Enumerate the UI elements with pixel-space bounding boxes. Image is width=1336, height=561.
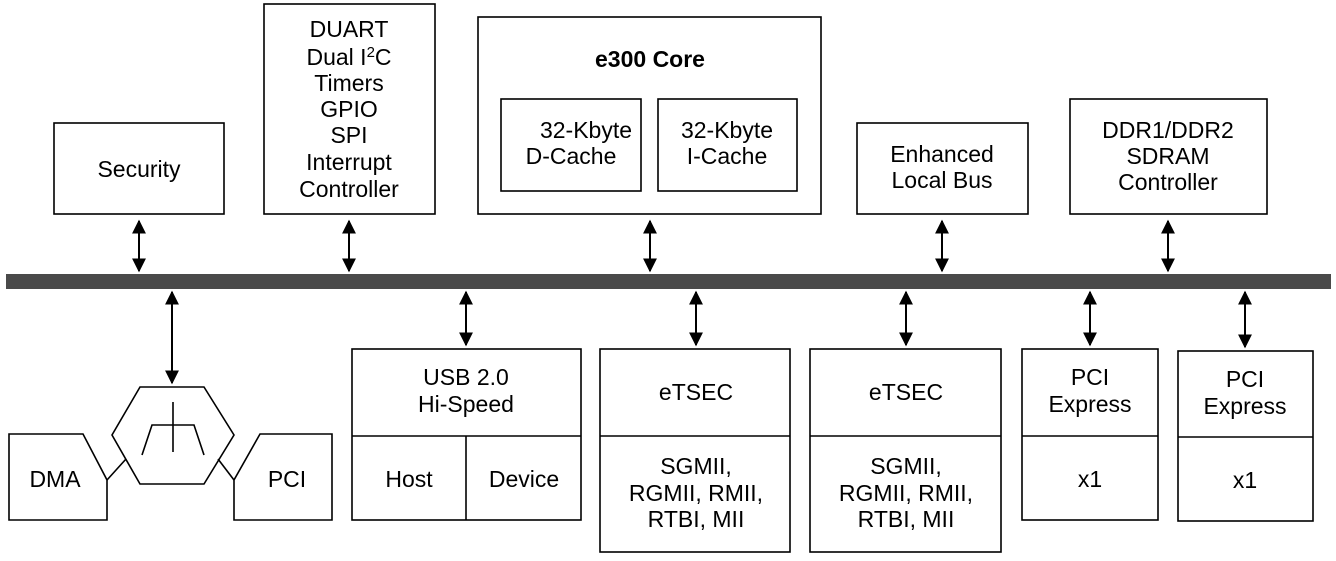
usb-line-1: USB 2.0 bbox=[423, 364, 509, 390]
pcie1-line-1: PCI bbox=[1071, 364, 1109, 390]
ddr-line-1: DDR1/DDR2 bbox=[1102, 117, 1234, 143]
pcie1-line-2: Express bbox=[1048, 391, 1131, 417]
etsec1-block: eTSEC SGMII, RGMII, RMII, RTBI, MII bbox=[599, 348, 791, 553]
local-bus-line-2: Local Bus bbox=[891, 167, 992, 193]
peripherals-block: DUART Dual I2C Timers GPIO SPI Interrupt… bbox=[263, 3, 436, 215]
local-bus-line-1: Enhanced bbox=[890, 141, 994, 167]
etsec1-title: eTSEC bbox=[659, 379, 733, 405]
usb-host-label: Host bbox=[385, 466, 433, 492]
pcie2-line-1: PCI bbox=[1226, 366, 1264, 392]
etsec2-line-3: RTBI, MII bbox=[858, 506, 955, 532]
ddr-line-2: SDRAM bbox=[1126, 143, 1209, 169]
pcie2-line-2: Express bbox=[1203, 393, 1286, 419]
peripheral-timers: Timers bbox=[314, 70, 383, 96]
peripheral-duart: DUART bbox=[310, 16, 389, 42]
security-label: Security bbox=[97, 156, 181, 182]
dma-label: DMA bbox=[29, 466, 81, 492]
icache-block bbox=[657, 98, 798, 192]
peripheral-i2c: Dual I2C bbox=[306, 44, 391, 71]
switch-icon bbox=[141, 402, 205, 456]
system-bus bbox=[6, 274, 1331, 289]
security-block: Security bbox=[53, 122, 225, 215]
pci-block bbox=[233, 433, 333, 521]
pcie2-lanes: x1 bbox=[1233, 467, 1257, 493]
pcie1-lanes: x1 bbox=[1078, 466, 1102, 492]
etsec1-line-2: RGMII, RMII, bbox=[629, 480, 763, 506]
peripheral-controller: Controller bbox=[299, 176, 399, 202]
pci-connector bbox=[217, 458, 235, 481]
ddr-line-3: Controller bbox=[1118, 169, 1218, 195]
etsec2-title: eTSEC bbox=[869, 379, 943, 405]
icache-line-2: I-Cache bbox=[687, 143, 768, 169]
etsec2-line-1: SGMII, bbox=[870, 453, 942, 479]
core-title: e300 Core bbox=[595, 46, 705, 72]
pcie1-block: PCI Express x1 bbox=[1021, 348, 1159, 521]
usb-line-2: Hi-Speed bbox=[418, 391, 514, 417]
peripheral-interrupt: Interrupt bbox=[306, 149, 392, 175]
dma-block bbox=[8, 433, 108, 521]
local-bus-block: Enhanced Local Bus bbox=[856, 122, 1029, 215]
etsec1-line-3: RTBI, MII bbox=[648, 506, 745, 532]
pcie2-block: PCI Express x1 bbox=[1177, 350, 1314, 522]
peripheral-gpio: GPIO bbox=[320, 96, 378, 122]
icache-line-1: 32-Kbyte bbox=[681, 117, 773, 143]
core-block: e300 Core 32-Kbyte D-Cache 32-Kbyte I-Ca… bbox=[477, 16, 822, 215]
etsec2-line-2: RGMII, RMII, bbox=[839, 480, 973, 506]
dcache-line-2: D-Cache bbox=[526, 143, 617, 169]
dcache-line-1: 32-Kbyte bbox=[540, 117, 632, 143]
ddr-block: DDR1/DDR2 SDRAM Controller bbox=[1069, 98, 1268, 215]
dma-connector bbox=[106, 458, 127, 481]
dcache-block bbox=[500, 98, 642, 192]
etsec2-block: eTSEC SGMII, RGMII, RMII, RTBI, MII bbox=[809, 348, 1002, 553]
pci-label: PCI bbox=[268, 466, 306, 492]
usb-block: USB 2.0 Hi-Speed Host Device bbox=[351, 348, 582, 521]
peripheral-spi: SPI bbox=[330, 122, 367, 148]
etsec1-line-1: SGMII, bbox=[660, 453, 732, 479]
usb-device-label: Device bbox=[489, 466, 559, 492]
